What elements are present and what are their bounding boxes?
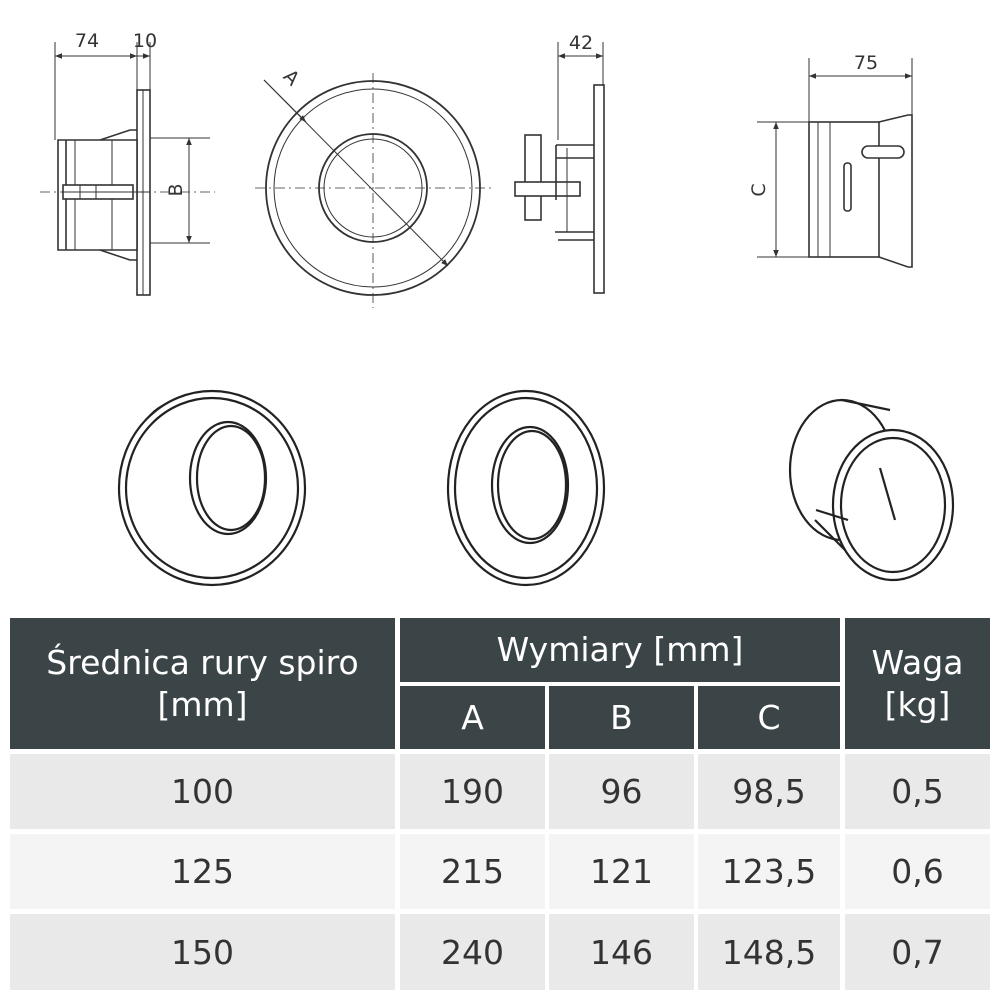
header-weight: Waga [kg] <box>845 618 990 749</box>
header-dimensions: Wymiary [mm] <box>400 618 840 682</box>
side-view-42 <box>514 42 605 294</box>
row3-weight: 0,7 <box>845 914 990 990</box>
row2-a: 215 <box>400 834 545 909</box>
header-weight-line1: Waga <box>871 643 964 683</box>
dim-b-label: B <box>165 183 187 196</box>
row3-diameter: 150 <box>10 914 395 990</box>
side-view-c <box>757 58 913 268</box>
row2-b: 121 <box>549 834 694 909</box>
dim-75-label: 75 <box>854 52 878 74</box>
header-diameter-line1: Średnica rury spiro <box>46 643 359 683</box>
dim-42-label: 42 <box>569 32 593 54</box>
iso-render-1 <box>117 389 307 587</box>
side-view-b <box>40 42 215 296</box>
header-weight-line2: [kg] <box>884 684 951 724</box>
row1-c: 98,5 <box>698 754 840 829</box>
dim-a-label: A <box>279 65 304 90</box>
row1-weight: 0,5 <box>845 754 990 829</box>
dim-c-label: C <box>748 183 770 196</box>
row1-diameter: 100 <box>10 754 395 829</box>
spec-table: Średnica rury spiro [mm] Wymiary [mm] Wa… <box>10 618 990 1000</box>
iso-render-2 <box>446 389 606 587</box>
row2-diameter: 125 <box>10 834 395 909</box>
dim-10-label: 10 <box>133 30 157 52</box>
header-col-b: B <box>549 686 694 749</box>
row3-a: 240 <box>400 914 545 990</box>
technical-drawings: 74 10 B A 42 75 <box>40 30 955 587</box>
row2-c: 123,5 <box>698 834 840 909</box>
header-col-a: A <box>400 686 545 749</box>
header-col-c: C <box>698 686 840 749</box>
row3-b: 146 <box>549 914 694 990</box>
row1-a: 190 <box>400 754 545 829</box>
front-view-a <box>255 73 492 308</box>
row1-b: 96 <box>549 754 694 829</box>
header-diameter: Średnica rury spiro [mm] <box>10 618 395 749</box>
iso-render-3 <box>788 398 955 582</box>
header-diameter-line2: [mm] <box>157 684 248 724</box>
row3-c: 148,5 <box>698 914 840 990</box>
dim-74-label: 74 <box>75 30 99 52</box>
row2-weight: 0,6 <box>845 834 990 909</box>
